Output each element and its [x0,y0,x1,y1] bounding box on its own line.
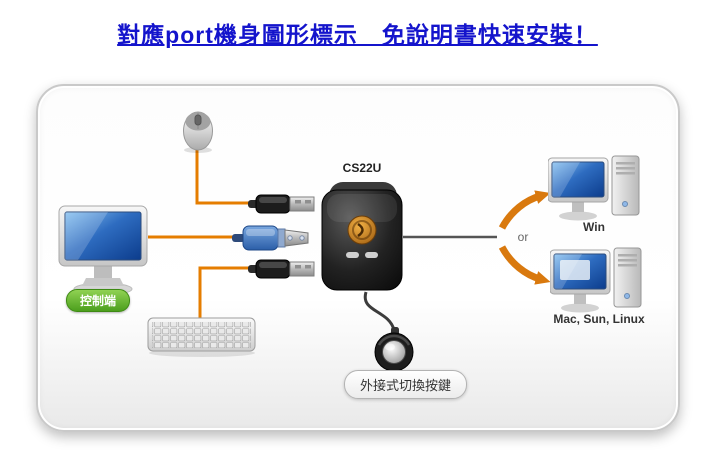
remote-cable [363,291,396,331]
remote-switch-badge: 外接式切換按鍵 [344,370,468,399]
device-port-button-1 [346,252,359,258]
vga-plug-icon [232,225,309,251]
or-label: or [517,230,529,244]
mouse-cable-line [195,150,251,205]
console-badge: 控制端 [66,289,131,312]
console-monitor-icon [58,205,148,296]
mac-label: Mac, Sun, Linux [553,312,645,326]
arrow-to-mac [498,245,551,285]
mouse-icon [183,111,213,153]
device-port-button-2 [365,252,378,258]
usb-plug-bottom-icon [248,259,315,279]
mac-computer-icon [550,247,642,313]
page-title: 對應port機身圖形標示 免說明書快速安裝！ [117,22,598,48]
win-label: Win [583,220,605,234]
arrow-to-win [498,190,551,230]
device-label: CS22U [342,161,382,175]
remote-switch-icon [374,327,414,372]
kvm-switch-icon [321,182,403,291]
keyboard-cable-line [198,266,251,318]
keyboard-icon [147,317,256,357]
win-computer-icon [548,155,640,221]
usb-plug-top-icon [248,194,315,214]
